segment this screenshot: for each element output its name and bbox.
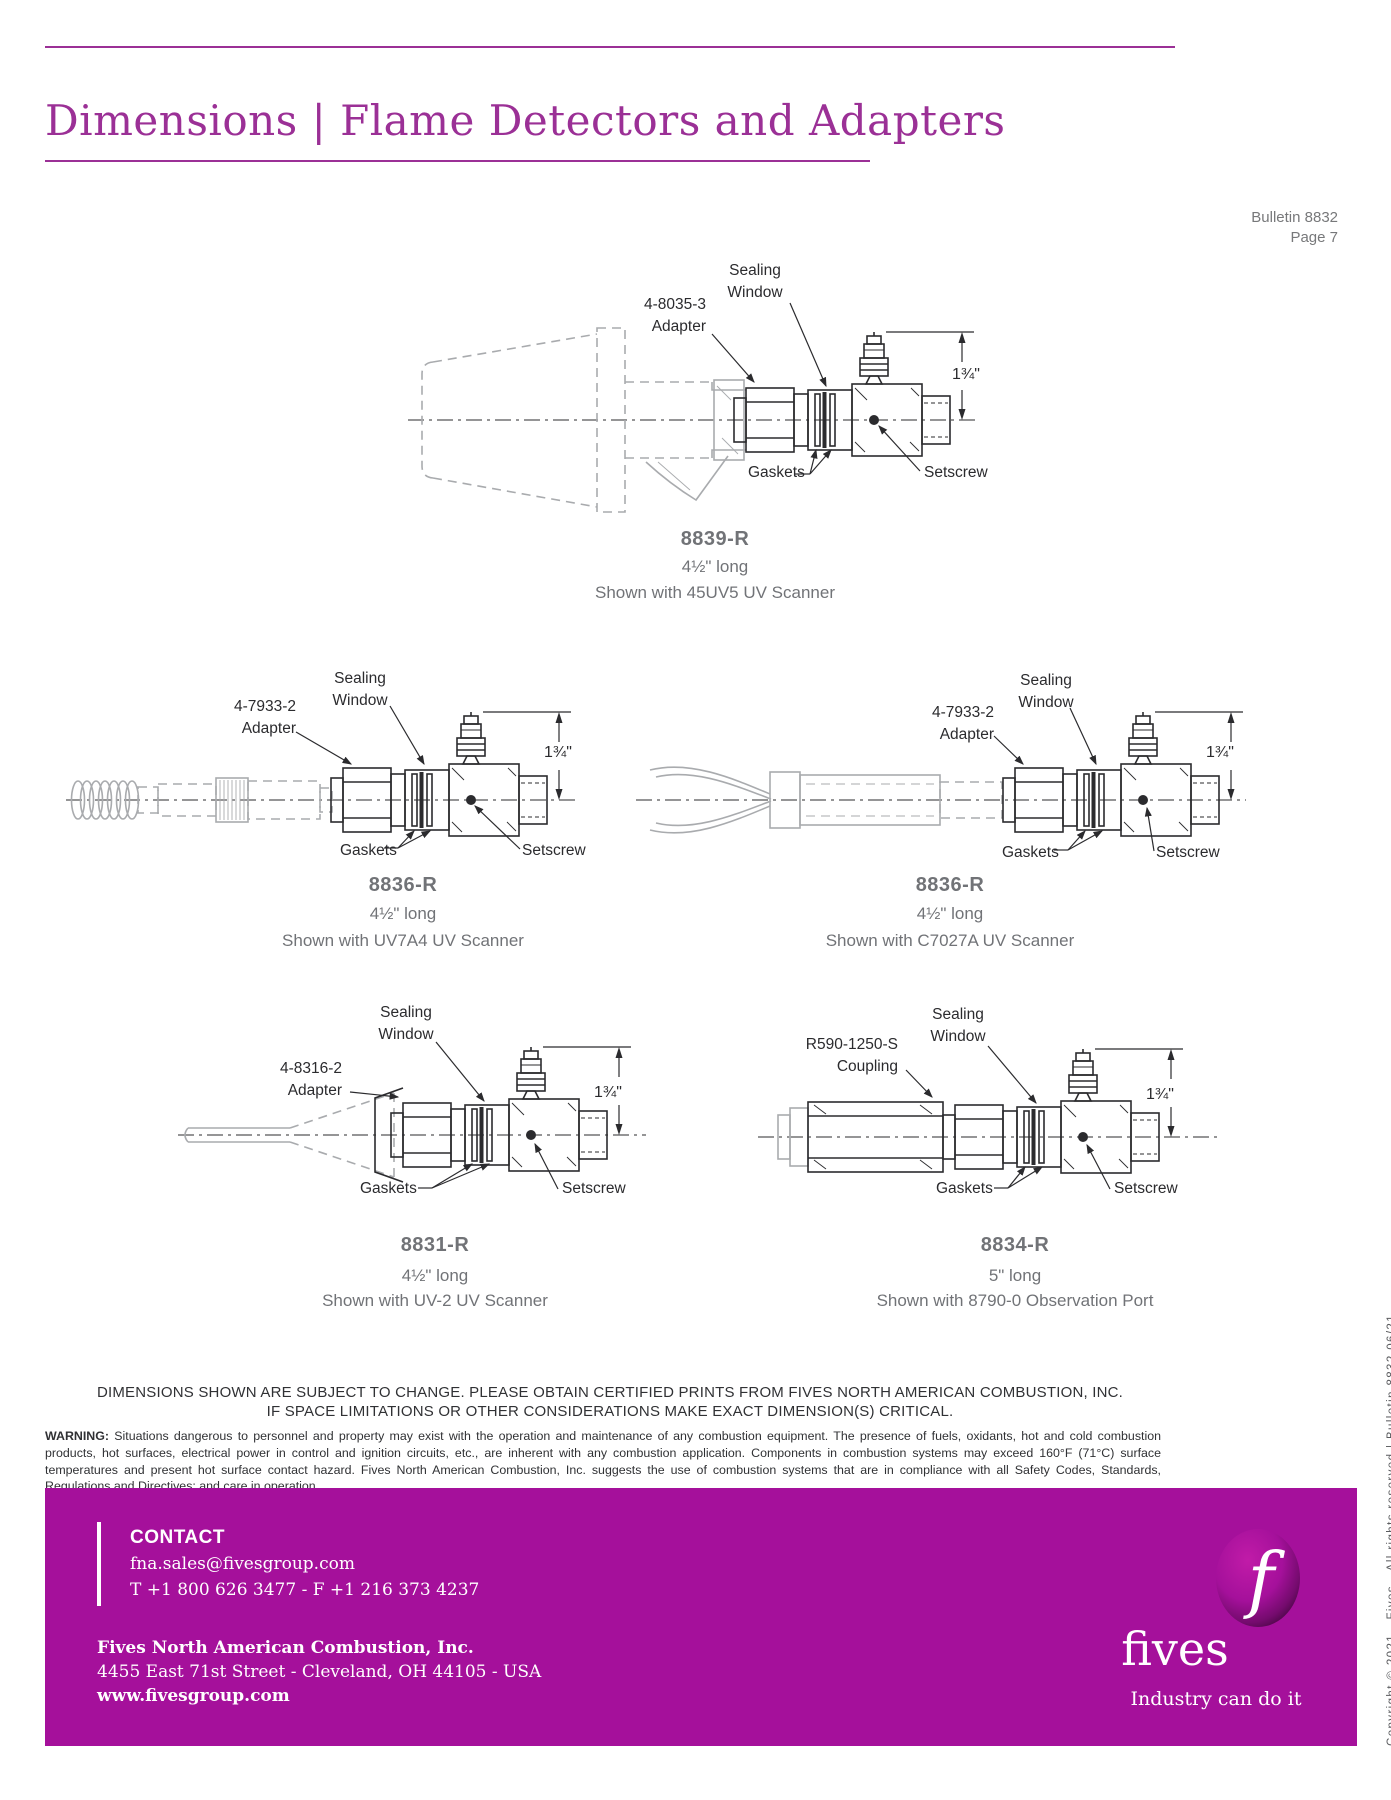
dimension-label: 1¾" [1206, 744, 1234, 761]
bulletin-number: Bulletin 8832 [1251, 209, 1338, 226]
fives-logo-icon: f [1216, 1529, 1300, 1627]
caption-model: 8834-R [980, 1234, 1050, 1256]
technical-drawing-8836r-uv7a4 [66, 705, 576, 850]
coupling-part-label: R590-1250-S [805, 1036, 898, 1053]
warning-body: Situations dangerous to personnel and pr… [45, 1429, 1161, 1494]
gaskets-label: Gaskets [360, 1180, 417, 1197]
adapter-part-label: 4-7933-2 [233, 698, 296, 715]
gaskets-label: Gaskets [1002, 844, 1059, 861]
sealing-window-label-line2: Window [930, 1028, 986, 1045]
caption-model: 8836-R [915, 874, 985, 896]
caption-model: 8831-R [400, 1234, 470, 1256]
setscrew-label: Setscrew [924, 464, 988, 481]
dimension-label: 1¾" [1146, 1086, 1174, 1103]
contact-heading: CONTACT [130, 1527, 225, 1548]
company-name: Fives North American Combustion, Inc. [97, 1638, 474, 1658]
gaskets-label: Gaskets [340, 842, 397, 859]
technical-drawing-8839r [408, 302, 978, 513]
caption-length: 4½" long [369, 904, 437, 923]
setscrew-label: Setscrew [1156, 844, 1220, 861]
sealing-window-label-line2: Window [1018, 694, 1074, 711]
sealing-window-label: Sealing [932, 1006, 984, 1023]
sealing-window-label-line2: Window [332, 692, 388, 709]
header-rule-top [45, 46, 1175, 48]
bulletin-info: Bulletin 8832 Page 7 [1038, 208, 1338, 248]
adapter-part-label: 4-7933-2 [931, 704, 994, 721]
caption-shown-with: Shown with 45UV5 UV Scanner [594, 583, 836, 602]
setscrew-label: Setscrew [562, 1180, 626, 1197]
contact-email[interactable]: fna.sales@fivesgroup.com [130, 1554, 355, 1574]
caption-length: 4½" long [401, 1266, 469, 1285]
caption-shown-with: Shown with C7027A UV Scanner [825, 931, 1075, 950]
adapter-part-label: 4-8316-2 [279, 1060, 342, 1077]
page-number: Page 7 [1290, 229, 1338, 246]
contact-phone: T +1 800 626 3477 - F +1 216 373 4237 [130, 1580, 480, 1600]
caption-length: 4½" long [916, 904, 984, 923]
caption-length: 4½" long [681, 557, 749, 576]
gaskets-label: Gaskets [748, 464, 805, 481]
setscrew-label: Setscrew [522, 842, 586, 859]
adapter-part-label: 4-8035-3 [643, 296, 706, 313]
adapter-part-label-line2: Adapter [939, 726, 994, 743]
technical-drawing-8836r-c7027a [636, 707, 1246, 852]
sealing-window-label: Sealing [334, 670, 386, 687]
contact-divider-bar [97, 1522, 101, 1606]
coupling-part-label-line2: Coupling [836, 1058, 898, 1075]
adapter-part-label-line2: Adapter [241, 720, 296, 737]
page-title: Dimensions | Flame Detectors and Adapter… [45, 96, 1006, 146]
sealing-window-label: Sealing [729, 262, 781, 279]
warning-text: WARNING: Situations dangerous to personn… [45, 1428, 1161, 1495]
adapter-part-label-line2: Adapter [651, 318, 706, 335]
caption-shown-with: Shown with UV7A4 UV Scanner [282, 931, 524, 950]
fives-wordmark: fives [1121, 1622, 1229, 1676]
gaskets-label: Gaskets [936, 1180, 993, 1197]
caption-model: 8839-R [680, 528, 750, 550]
company-website[interactable]: www.fivesgroup.com [97, 1686, 290, 1706]
caption-length: 5" long [988, 1266, 1042, 1285]
sealing-window-label: Sealing [380, 1004, 432, 1021]
disclaimer-line1: DIMENSIONS SHOWN ARE SUBJECT TO CHANGE. … [96, 1384, 1124, 1401]
technical-drawing-8831r [178, 1041, 646, 1190]
adapter-part-label-line2: Adapter [287, 1082, 342, 1099]
sealing-window-label-line2: Window [727, 284, 783, 301]
sealing-window-label-line2: Window [378, 1026, 434, 1043]
dimension-label: 1¾" [594, 1084, 622, 1101]
dimension-label: 1¾" [544, 744, 572, 761]
technical-drawing-8834r [758, 1045, 1220, 1190]
footer-band [45, 1488, 1357, 1746]
caption-model: 8836-R [368, 874, 438, 896]
sealing-window-label: Sealing [1020, 672, 1072, 689]
dimension-label: 1¾" [952, 366, 980, 383]
disclaimer-line2: IF SPACE LIMITATIONS OR OTHER CONSIDERAT… [266, 1403, 954, 1420]
company-address: 4455 East 71st Street - Cleveland, OH 44… [97, 1662, 542, 1682]
vertical-copyright: Copyright © 2021 - Fives - All rights re… [1386, 1313, 1391, 1746]
header-rule-bottom [45, 160, 870, 162]
setscrew-label: Setscrew [1114, 1180, 1178, 1197]
caption-shown-with: Shown with 8790-0 Observation Port [876, 1291, 1154, 1310]
caption-shown-with: Shown with UV-2 UV Scanner [322, 1291, 548, 1310]
fives-tagline: Industry can do it [1130, 1688, 1302, 1710]
warning-label: WARNING: [45, 1429, 110, 1443]
